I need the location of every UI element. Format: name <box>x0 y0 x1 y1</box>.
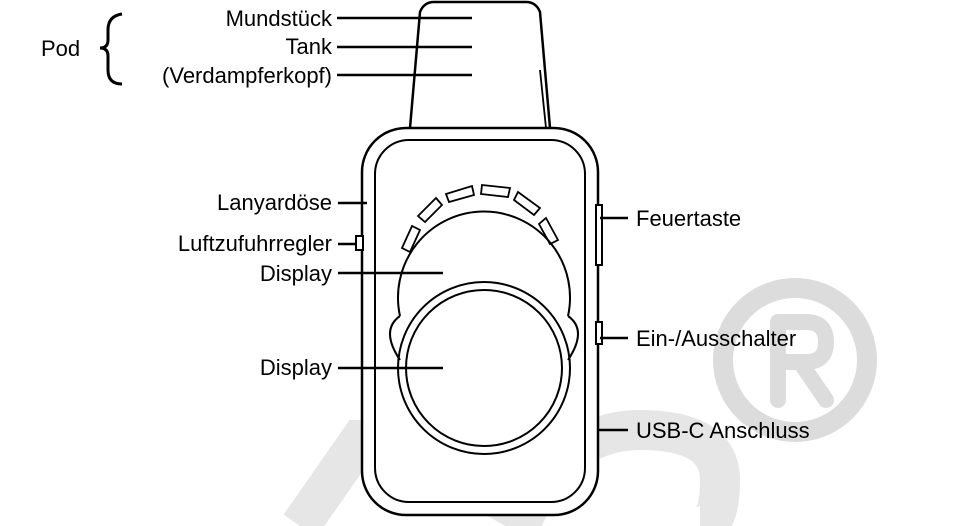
device-body <box>355 126 603 517</box>
label-pod: Pod <box>41 36 81 61</box>
label-display-upper: Display <box>259 261 332 286</box>
pod-brace <box>99 12 123 86</box>
leader-lines <box>337 16 628 432</box>
label-tank: Tank <box>285 34 332 59</box>
label-lanyard: Lanyardöse <box>217 190 332 215</box>
pod <box>408 0 552 129</box>
label-display-lower: Display <box>259 355 332 380</box>
label-power-switch: Ein-/Ausschalter <box>636 326 797 351</box>
label-fire-button: Feuertaste <box>636 206 742 231</box>
label-airflow: Luftzufuhrregler <box>177 231 332 256</box>
label-usb-port: USB-C Anschluss <box>636 418 810 443</box>
label-coil: (Verdampferkopf) <box>162 63 332 88</box>
label-mouthpiece: Mundstück <box>225 6 332 31</box>
